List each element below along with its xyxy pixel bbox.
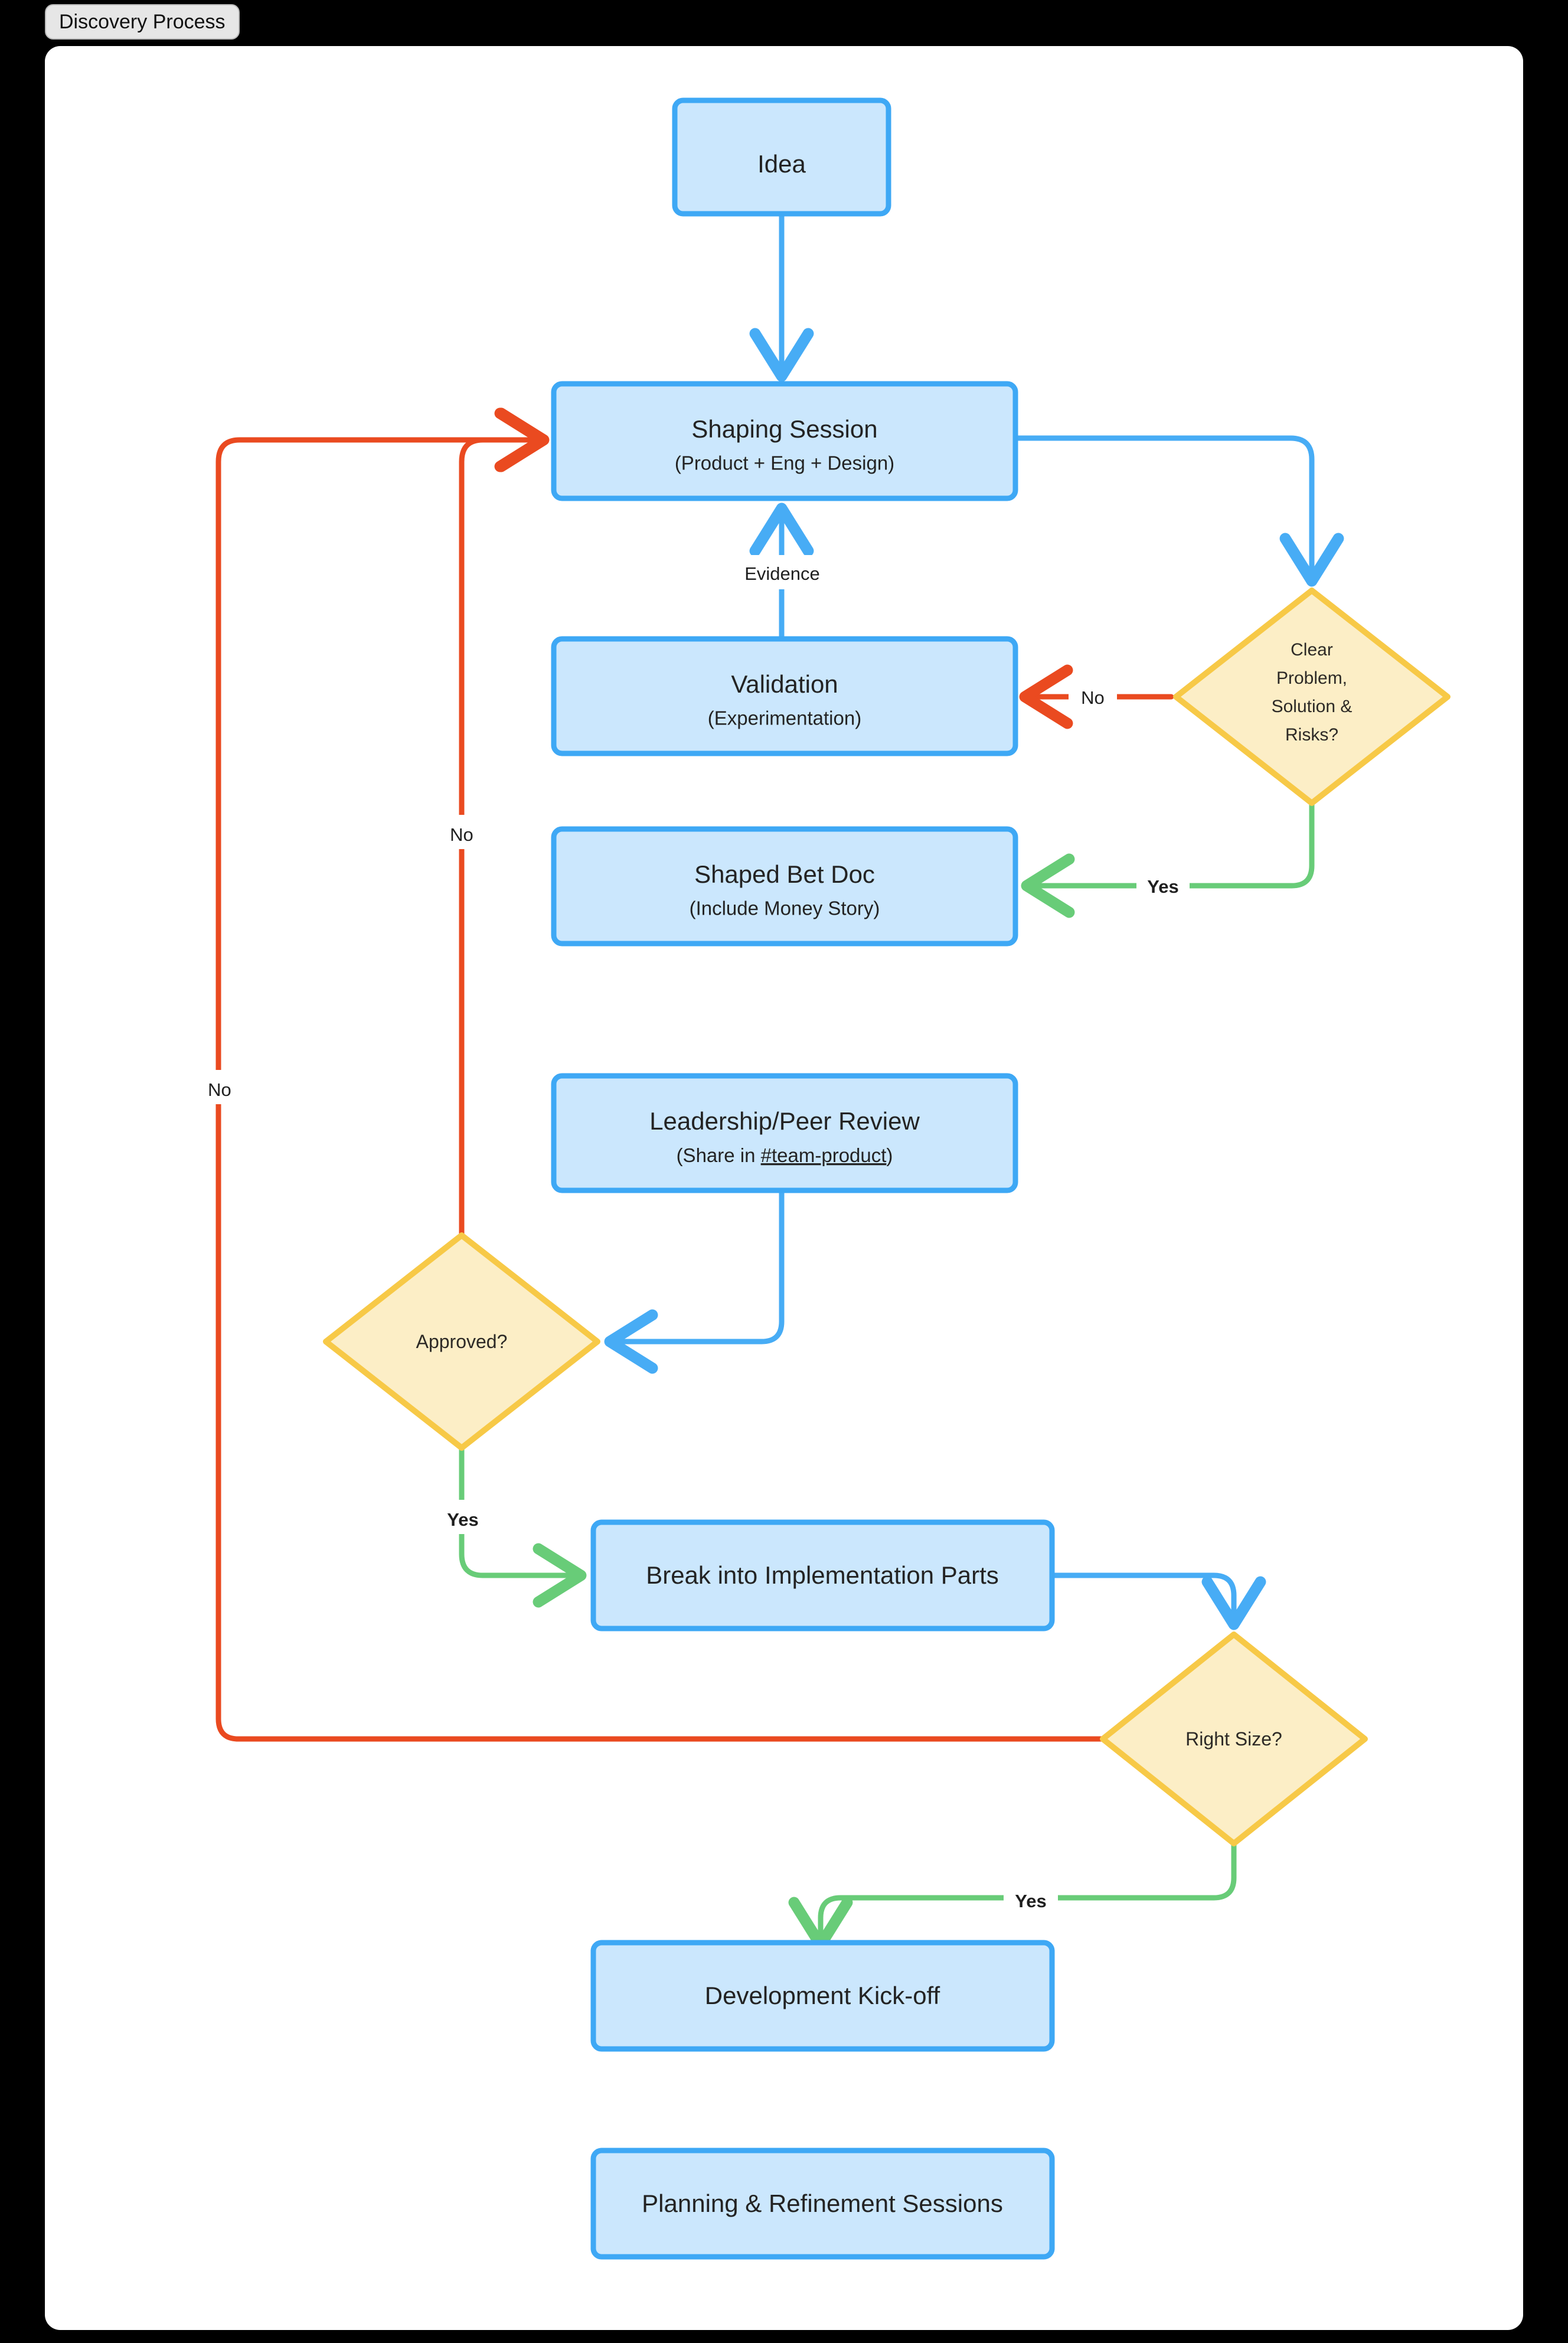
- node-planning-refinement-sessions-shape: [590, 2148, 1055, 2260]
- node-validation-label: Validation: [731, 670, 838, 698]
- edge-label-clear-yes: Yes: [1136, 867, 1190, 901]
- diagram-title-tab[interactable]: Discovery Process: [45, 4, 240, 40]
- edge-clear-to-shapedbet: [1021, 798, 1315, 918]
- node-approved-label: Approved?: [416, 1331, 508, 1352]
- edge-label-rightsize-no: No: [195, 1070, 244, 1104]
- node-leadership-peer-review[interactable]: Leadership/Peer Review (Share in #team-p…: [551, 1073, 1018, 1193]
- node-approved-shape: [323, 1232, 600, 1451]
- edge-approved-to-breakparts: [459, 1445, 587, 1608]
- node-right-size-label: Right Size?: [1185, 1728, 1282, 1750]
- node-shaped-bet-doc-sublabel: (Include Money Story): [690, 898, 880, 919]
- node-shaping-session-sublabel: (Product + Eng + Design): [675, 452, 894, 474]
- node-clear-problem-line-3: Solution &: [1272, 697, 1353, 716]
- sublabel-prefix: (Share in: [677, 1144, 761, 1166]
- edge-label-text: No: [208, 1079, 231, 1100]
- edge-label-text: Yes: [447, 1509, 478, 1530]
- edge-label-text: Evidence: [744, 563, 820, 584]
- node-development-kickoff-shape: [590, 1940, 1055, 2052]
- node-idea-shape: [672, 97, 891, 217]
- node-idea[interactable]: Idea: [672, 97, 891, 217]
- node-validation-shape: [551, 636, 1018, 756]
- edge-breakparts-to-rightsize: [1049, 1572, 1266, 1630]
- node-leadership-peer-review-sublabel: (Share in #team-product): [677, 1144, 893, 1166]
- node-planning-refinement-sessions[interactable]: Planning & Refinement Sessions: [590, 2148, 1055, 2260]
- node-break-into-implementation-parts-shape: [590, 1519, 1055, 1631]
- node-clear-problem-shape: [1173, 588, 1451, 806]
- node-shaping-session-label: Shaping Session: [691, 415, 877, 443]
- edge-rightsize-to-shaping: [215, 407, 1106, 1742]
- edge-label-text: Yes: [1147, 876, 1178, 897]
- node-development-kickoff[interactable]: Development Kick-off: [590, 1940, 1055, 2052]
- node-right-size-decision[interactable]: Right Size?: [1100, 1631, 1368, 1846]
- edge-label-text: Yes: [1015, 1891, 1046, 1911]
- sublabel-suffix: ): [886, 1144, 893, 1166]
- node-validation-sublabel: (Experimentation): [708, 707, 861, 729]
- diagram-title-label: Discovery Process: [59, 11, 226, 33]
- node-clear-problem-line-1: Clear: [1291, 640, 1333, 660]
- node-clear-problem-decision[interactable]: Clear Problem, Solution & Risks?: [1173, 588, 1451, 806]
- node-clear-problem-line-2: Problem,: [1276, 668, 1347, 688]
- node-approved-decision[interactable]: Approved?: [323, 1232, 600, 1451]
- node-development-kickoff-label: Development Kick-off: [705, 1982, 940, 2009]
- edge-label-evidence: Evidence: [723, 555, 841, 589]
- node-leadership-peer-review-shape: [551, 1073, 1018, 1193]
- node-clear-problem-line-4: Risks?: [1285, 725, 1338, 745]
- node-idea-label: Idea: [757, 150, 806, 178]
- node-shaping-session[interactable]: Shaping Session (Product + Eng + Design): [551, 381, 1018, 501]
- node-planning-refinement-sessions-label: Planning & Refinement Sessions: [642, 2189, 1003, 2217]
- node-shaped-bet-doc-label: Shaped Bet Doc: [694, 860, 875, 888]
- node-break-into-implementation-parts-label: Break into Implementation Parts: [646, 1561, 999, 1589]
- team-product-link[interactable]: #team-product: [761, 1144, 887, 1166]
- node-leadership-peer-review-label: Leadership/Peer Review: [649, 1107, 920, 1135]
- edge-label-approved-yes: Yes: [437, 1500, 490, 1534]
- edge-shaping-to-clear: [1014, 435, 1344, 587]
- edge-label-text: No: [450, 824, 473, 845]
- edge-label-rightsize-yes: Yes: [1004, 1881, 1058, 1915]
- node-break-into-implementation-parts[interactable]: Break into Implementation Parts: [590, 1519, 1055, 1631]
- node-validation[interactable]: Validation (Experimentation): [551, 636, 1018, 756]
- edge-label-clear-no: No: [1069, 678, 1117, 712]
- node-shaped-bet-doc-shape: [551, 826, 1018, 947]
- edge-label-approved-no: No: [437, 815, 486, 849]
- edge-label-text: No: [1081, 687, 1105, 708]
- node-shaping-session-shape: [551, 381, 1018, 501]
- node-shaped-bet-doc[interactable]: Shaped Bet Doc (Include Money Story): [551, 826, 1018, 947]
- edge-review-to-approved: [604, 1189, 785, 1374]
- node-right-size-shape: [1100, 1631, 1368, 1846]
